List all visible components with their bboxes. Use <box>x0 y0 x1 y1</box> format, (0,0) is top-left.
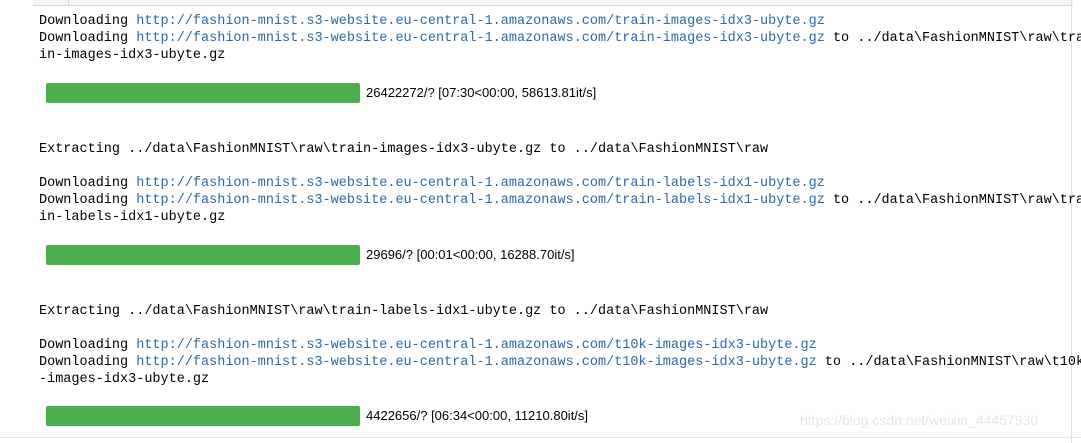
extract-line: Extracting ../data\FashionMNIST\raw\trai… <box>39 141 768 158</box>
extract-line: Extracting ../data\FashionMNIST\raw\trai… <box>39 303 768 320</box>
download-line: Downloading http://fashion-mnist.s3-webs… <box>39 30 1081 47</box>
destination-text: to ../data\FashionMNIST\raw\tra <box>824 31 1081 46</box>
line-prefix: Downloading <box>39 338 137 353</box>
wrapped-text: in-images-idx3-ubyte.gz <box>39 48 226 63</box>
watermark: https://blog.csdn.net/weixin_44457930 <box>800 412 1039 428</box>
prompt-separator <box>68 0 69 5</box>
download-line-wrap: in-labels-idx1-ubyte.gz <box>39 209 225 226</box>
download-link[interactable]: http://fashion-mnist.s3-website.eu-centr… <box>136 31 825 46</box>
download-line: Downloading http://fashion-mnist.s3-webs… <box>39 13 825 30</box>
wrapped-text: -images-idx3-ubyte.gz <box>39 372 210 387</box>
progress-text: 26422272/? [07:30<00:00, 58613.81it/s] <box>366 85 597 100</box>
download-link[interactable]: http://fashion-mnist.s3-website.eu-centr… <box>136 176 825 191</box>
line-prefix: Downloading <box>39 193 137 208</box>
download-link[interactable]: http://fashion-mnist.s3-website.eu-centr… <box>136 14 825 29</box>
destination-text: to ../data\FashionMNIST\raw\tra <box>824 193 1081 208</box>
download-line: Downloading http://fashion-mnist.s3-webs… <box>39 192 1081 209</box>
progress-bar <box>46 406 360 426</box>
line-prefix: Downloading <box>39 31 137 46</box>
output-area-bottom-border <box>0 437 1081 438</box>
line-prefix: Downloading <box>39 14 137 29</box>
line-prefix: Downloading <box>39 355 137 370</box>
extract-text: Extracting ../data\FashionMNIST\raw\trai… <box>39 142 769 157</box>
download-line: Downloading http://fashion-mnist.s3-webs… <box>39 175 825 192</box>
progress-bar <box>46 245 360 265</box>
extract-text: Extracting ../data\FashionMNIST\raw\trai… <box>39 304 769 319</box>
progress-text: 29696/? [00:01<00:00, 16288.70it/s] <box>366 247 575 262</box>
destination-text: to ../data\FashionMNIST\raw\t10k <box>816 355 1081 370</box>
download-link[interactable]: http://fashion-mnist.s3-website.eu-centr… <box>136 338 817 353</box>
previous-cell-border <box>33 0 1073 6</box>
download-link[interactable]: http://fashion-mnist.s3-website.eu-centr… <box>136 193 825 208</box>
download-line-wrap: in-images-idx3-ubyte.gz <box>39 47 225 64</box>
progress-bar <box>46 83 360 103</box>
wrapped-text: in-labels-idx1-ubyte.gz <box>39 210 226 225</box>
line-prefix: Downloading <box>39 176 137 191</box>
progress-text: 4422656/? [06:34<00:00, 11210.80it/s] <box>366 408 589 423</box>
download-line-wrap: -images-idx3-ubyte.gz <box>39 371 209 388</box>
download-line: Downloading http://fashion-mnist.s3-webs… <box>39 337 817 354</box>
output-area-border <box>1071 0 1072 443</box>
download-line: Downloading http://fashion-mnist.s3-webs… <box>39 354 1081 371</box>
download-link[interactable]: http://fashion-mnist.s3-website.eu-centr… <box>136 355 817 370</box>
